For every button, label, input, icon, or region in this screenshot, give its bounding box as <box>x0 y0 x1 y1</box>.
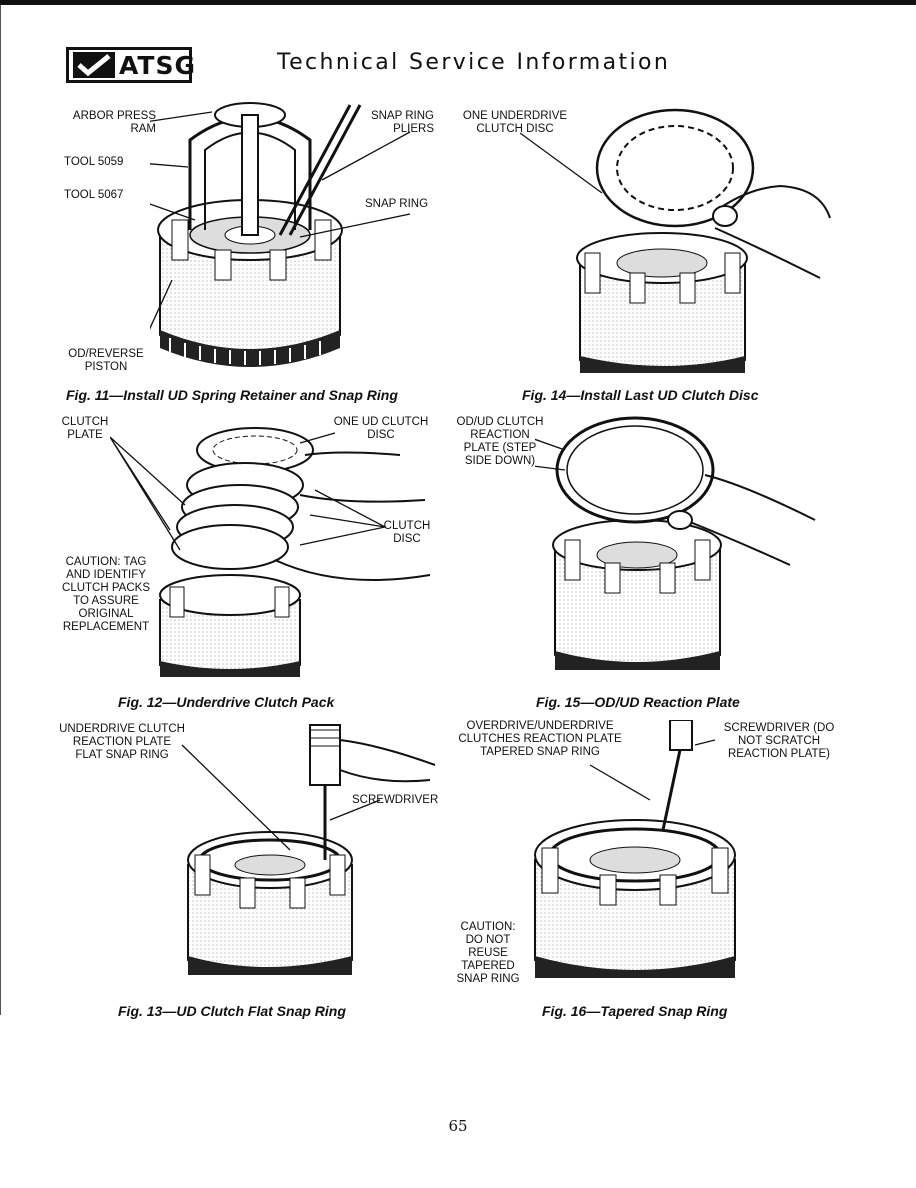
fig-11-caption: Fig. 11—Install UD Spring Retainer and S… <box>66 387 398 403</box>
fig-13-caption: Fig. 13—UD Clutch Flat Snap Ring <box>118 1003 346 1019</box>
label-snap-ring-pliers: SNAP RING PLIERS <box>370 110 434 135</box>
label-tool-5067: TOOL 5067 <box>64 189 124 201</box>
label-arbor-press-ram: ARBOR PRESS RAM <box>72 110 156 135</box>
left-margin-rule <box>0 5 1 1015</box>
label-clutch-plate: CLUTCH PLATE <box>61 416 109 441</box>
top-border <box>0 0 916 5</box>
page-title: Technical Service Information <box>277 50 671 75</box>
fig-11-illustration <box>150 100 440 375</box>
label-tool-5059: TOOL 5059 <box>64 156 124 168</box>
fig-12-illustration <box>110 415 440 680</box>
label-snap-ring: SNAP RING <box>365 198 429 210</box>
fig-16-caption: Fig. 16—Tapered Snap Ring <box>542 1003 728 1019</box>
atsg-logo: ATSG <box>66 47 195 83</box>
label-one-underdrive-clutch-disc: ONE UNDERDRIVE CLUTCH DISC <box>462 110 568 135</box>
logo-text: ATSG <box>119 50 196 80</box>
fig-14-illustration <box>520 108 840 373</box>
fig-12-caption: Fig. 12—Underdrive Clutch Pack <box>118 694 335 710</box>
fig-14-caption: Fig. 14—Install Last UD Clutch Disc <box>522 387 759 403</box>
label-od-ud-clutch-reaction-plate: OD/UD CLUTCH REACTION PLATE (STEP SIDE D… <box>456 416 544 467</box>
fig-15-caption: Fig. 15—OD/UD Reaction Plate <box>536 694 740 710</box>
fig-13-illustration <box>180 720 440 985</box>
fig-16-illustration <box>520 720 750 985</box>
checkmark-logo-icon <box>73 52 115 78</box>
label-ud-reaction-plate-flat-snap-ring: UNDERDRIVE CLUTCH REACTION PLATE FLAT SN… <box>59 723 185 761</box>
label-clutch-disc: CLUTCH DISC <box>383 520 431 545</box>
label-od-ud-tapered-snap-ring: OVERDRIVE/UNDERDRIVE CLUTCHES REACTION P… <box>458 720 622 758</box>
label-screwdriver: SCREWDRIVER <box>352 794 439 806</box>
label-od-reverse-piston: OD/REVERSE PISTON <box>68 348 144 373</box>
label-caution-do-not-reuse: CAUTION: DO NOT REUSE TAPERED SNAP RING <box>456 921 520 985</box>
page-number: 65 <box>448 1117 468 1135</box>
label-screwdriver-do-not-scratch: SCREWDRIVER (DO NOT SCRATCH REACTION PLA… <box>723 722 835 760</box>
label-caution-tag-clutch-packs: CAUTION: TAG AND IDENTIFY CLUTCH PACKS T… <box>62 556 150 633</box>
fig-15-illustration <box>535 415 825 680</box>
label-one-ud-clutch-disc: ONE UD CLUTCH DISC <box>333 416 429 441</box>
